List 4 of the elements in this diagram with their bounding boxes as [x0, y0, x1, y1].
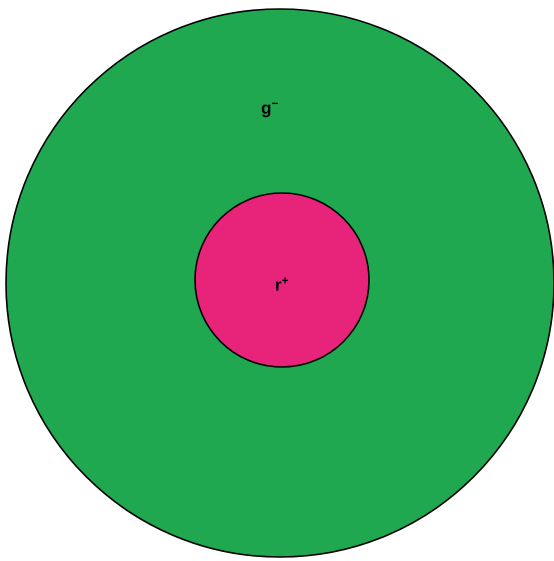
- circle: [5, 8, 554, 558]
- circle-label: g$^{−}$: [262, 102, 278, 118]
- circle-label: r$^{+}$: [276, 277, 288, 291]
- circle: [194, 192, 370, 368]
